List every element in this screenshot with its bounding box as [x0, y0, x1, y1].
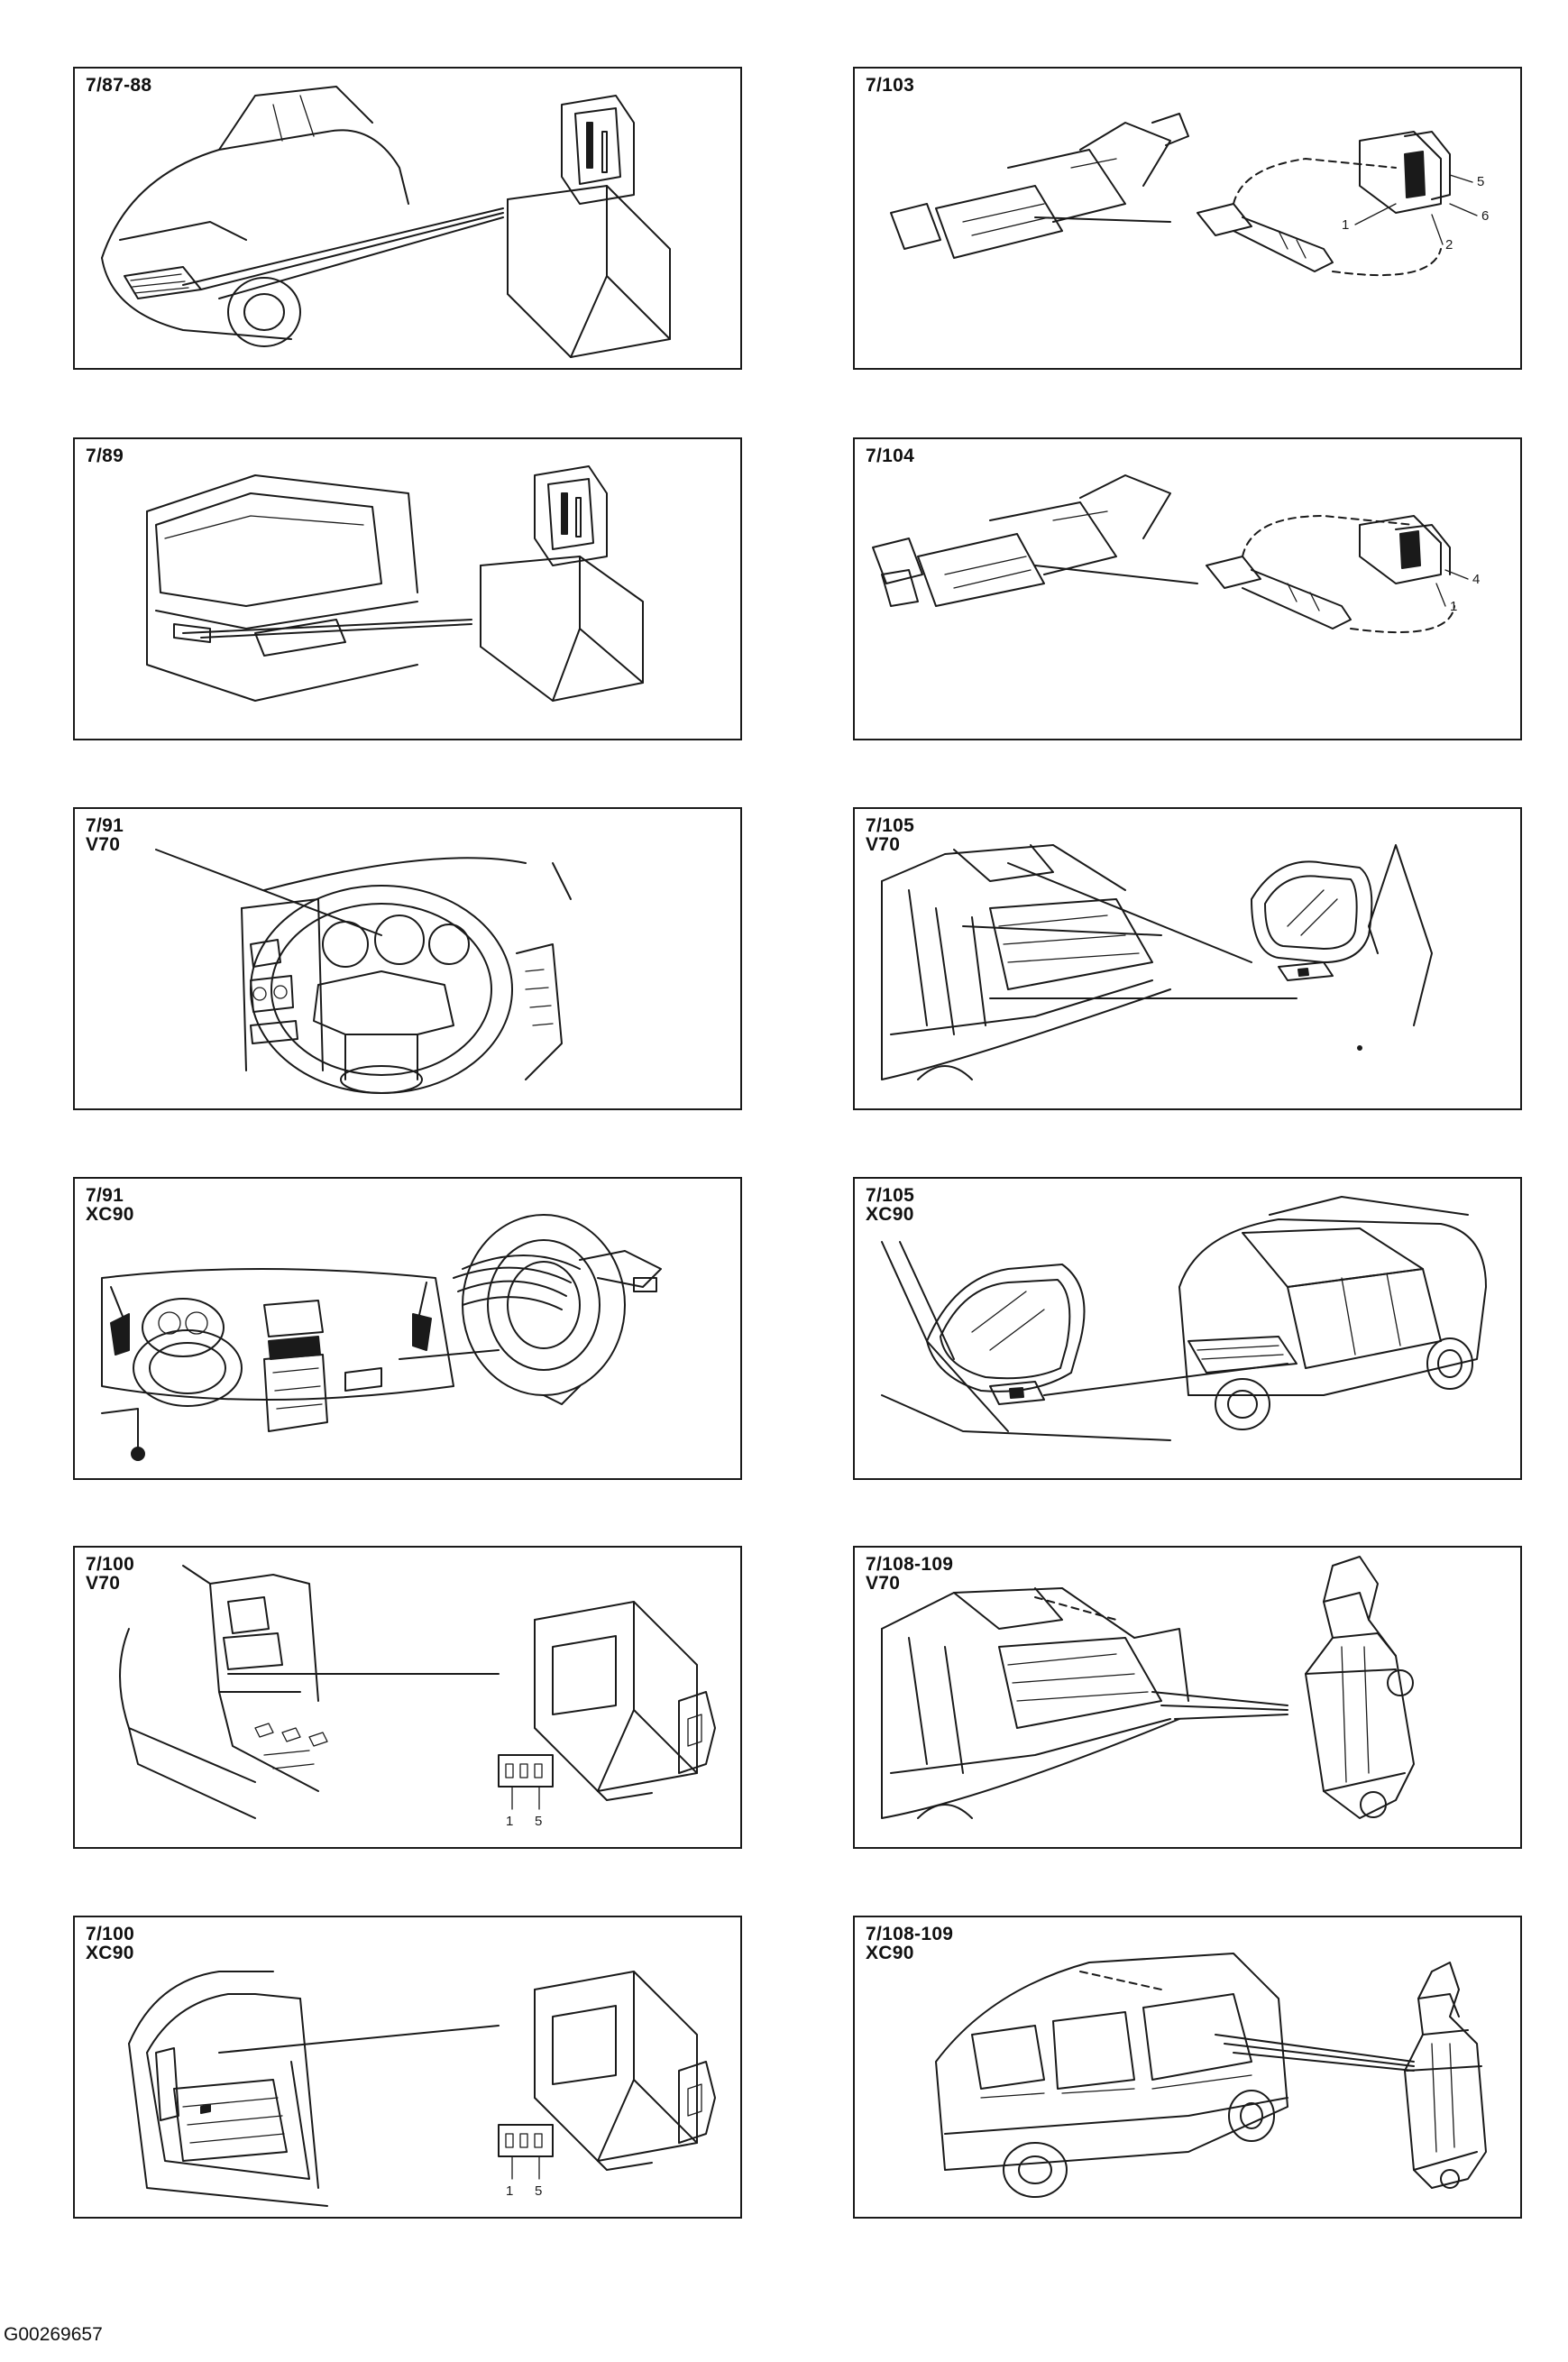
pin-label: 6: [1481, 208, 1489, 224]
panel-label: 7/104: [866, 446, 915, 466]
car-door-sensor-illustration: [881, 1556, 1415, 1819]
trunk-module-illustration: 1 5: [119, 1565, 716, 1829]
panel-label: 7/89: [86, 446, 124, 466]
pin-label: 5: [535, 1814, 542, 1829]
rear-car-connector-illustration: [146, 465, 644, 702]
car-interior-mirror-illustration: [881, 844, 1433, 1080]
panel-7-87-88: 7/87-88: [73, 67, 742, 370]
figure-code: G00269657: [4, 2324, 103, 2345]
pin-label: 1: [1450, 599, 1457, 614]
exhaust-oxygen-sensor-illustration: 5 1 6 2: [890, 113, 1489, 277]
suv-trunk-module-illustration: 1 5: [128, 1971, 716, 2207]
pin-label: 2: [1445, 237, 1453, 253]
pin-label: 5: [1477, 174, 1484, 189]
panel-7-104: 7/104 4 1: [853, 437, 1522, 740]
pin-label: 5: [535, 2183, 542, 2199]
dashboard-clockspring-illustration: [101, 1214, 662, 1461]
panel-label: 7/103: [866, 75, 915, 96]
suv-mirror-illustration: [881, 1196, 1487, 1441]
pin-label: 4: [1472, 572, 1480, 587]
pin-label: 1: [506, 1814, 513, 1829]
pin-label: 1: [1342, 217, 1349, 233]
panel-label: 7/87-88: [86, 75, 152, 96]
pin-label: 1: [506, 2183, 513, 2199]
suv-door-sensor-illustration: [935, 1953, 1487, 2198]
front-car-connector-illustration: [101, 86, 671, 358]
panel-7-103: 7/103 5 1 6 2: [853, 67, 1522, 370]
exhaust-oxygen-sensor-illustration: 4 1: [872, 474, 1480, 634]
panel-7-89: 7/89: [73, 437, 742, 740]
steering-wheel-illustration: [155, 849, 572, 1094]
